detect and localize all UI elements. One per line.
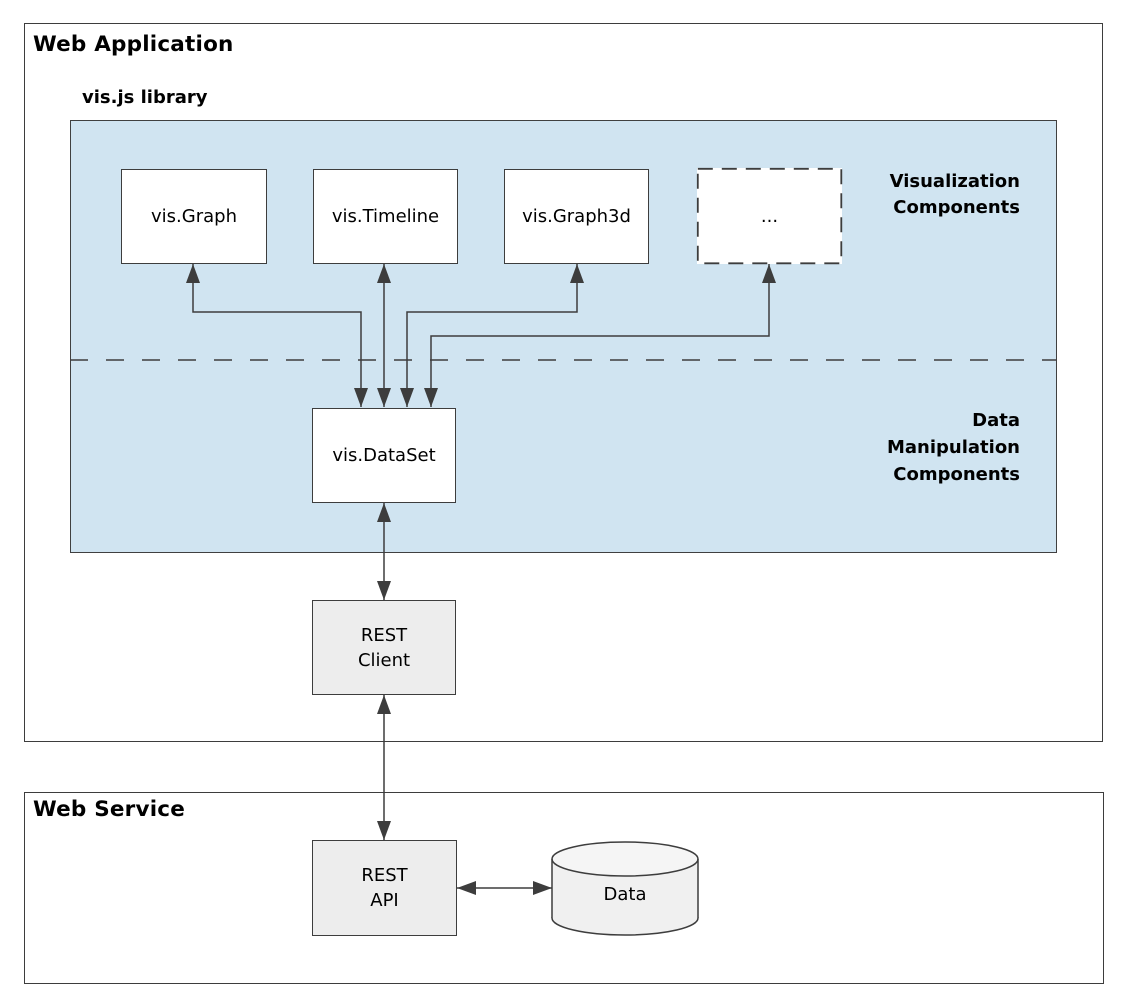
rest-api-label: REST API: [361, 863, 407, 913]
component-box-vis-timeline: vis.Timeline: [313, 169, 458, 264]
visualization-components-label-line1: Visualization: [889, 171, 1020, 192]
web-application-title: Web Application: [33, 32, 234, 57]
data-store-label-text: Data: [603, 883, 647, 905]
data-manipulation-label-line3: Components: [893, 464, 1020, 485]
rest-client-box: REST Client: [312, 600, 456, 695]
rest-api-label-line2: API: [370, 890, 399, 911]
rest-api-label-line1: REST: [361, 865, 408, 886]
data-manipulation-label-line1: Data: [972, 410, 1020, 431]
vis-timeline-label: vis.Timeline: [331, 206, 440, 227]
dataset-box: vis.DataSet: [312, 408, 456, 503]
vis-graph3d-label: vis.Graph3d: [522, 206, 631, 227]
visjs-library-title: vis.js library: [82, 87, 208, 108]
rest-client-label: REST Client: [358, 623, 410, 673]
component-box-vis-graph3d: vis.Graph3d: [504, 169, 649, 264]
visualization-components-label: Visualization Components: [890, 169, 1020, 221]
data-store-label: Data: [552, 874, 698, 914]
rest-client-label-line2: Client: [357, 649, 411, 671]
data-manipulation-label-line2: Manipulation: [886, 437, 1020, 458]
visualization-components-label-line2: Components: [893, 197, 1020, 218]
data-manipulation-components-label: Data Manipulation Components: [887, 407, 1020, 488]
more-components-label: ...: [760, 205, 779, 227]
rest-client-label-line1: REST: [360, 624, 408, 646]
component-box-vis-graph: vis.Graph: [121, 169, 267, 264]
rest-api-box: REST API: [312, 840, 457, 936]
vis-graph-label: vis.Graph: [151, 206, 237, 227]
component-box-more: ...: [697, 168, 842, 264]
dataset-label: vis.DataSet: [332, 445, 436, 466]
web-service-title: Web Service: [33, 797, 185, 822]
